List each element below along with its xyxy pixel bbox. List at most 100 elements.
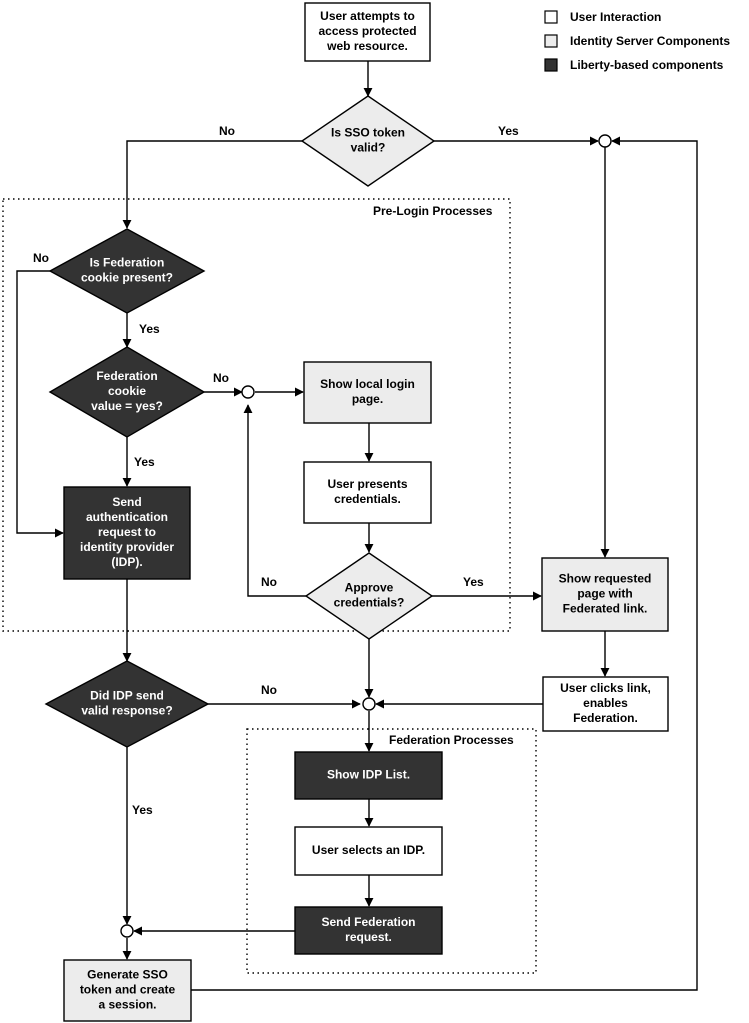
node-idp-valid-shape bbox=[44, 660, 210, 748]
junction-federation bbox=[362, 697, 376, 711]
node-approve-creds-line: credentials? bbox=[334, 596, 405, 610]
node-fed-cookie-present-shape bbox=[48, 228, 206, 314]
label-sso-yes: Yes bbox=[498, 124, 519, 138]
junction-login bbox=[241, 385, 255, 399]
node-send-auth-shape bbox=[63, 486, 191, 580]
node-fed-cookie-value-shape bbox=[48, 346, 206, 438]
legend-swatch-user bbox=[544, 10, 558, 24]
node-fed-cookie-present-line: cookie present? bbox=[81, 271, 173, 285]
legend-swatch-liberty bbox=[544, 58, 558, 72]
node-clicks-link-shape bbox=[542, 676, 669, 732]
node-local-login-line: page. bbox=[352, 392, 383, 406]
label-approve-yes: Yes bbox=[463, 575, 484, 589]
node-approve-creds-line: Approve bbox=[345, 581, 394, 595]
node-send-fed-line: Send Federation bbox=[321, 915, 415, 929]
node-idp-valid-line: Did IDP send bbox=[90, 689, 164, 703]
node-clicks-link-line: enables bbox=[583, 696, 628, 710]
node-approve-creds-shape bbox=[304, 552, 434, 640]
legend-swatch-server bbox=[544, 34, 558, 48]
node-fed-cookie-value-line: value = yes? bbox=[91, 399, 163, 413]
legend-label-user: User Interaction bbox=[570, 10, 661, 24]
junction-top-right bbox=[598, 134, 612, 148]
junctions bbox=[120, 134, 612, 938]
label-idp-no: No bbox=[261, 683, 277, 697]
legend-label-liberty: Liberty-based components bbox=[570, 58, 724, 72]
node-generate-sso-line: token and create bbox=[80, 983, 176, 997]
node-clicks-link-line: Federation. bbox=[573, 711, 638, 725]
region-pre-login: Pre-Login Processes bbox=[2, 198, 511, 632]
node-send-auth-line: (IDP). bbox=[111, 555, 142, 569]
edge-generate-loop-back bbox=[191, 136, 698, 991]
node-fed-cookie-value-line: cookie bbox=[108, 384, 146, 398]
junction-session bbox=[120, 924, 134, 938]
label-value-no: No bbox=[213, 371, 229, 385]
node-generate-sso-line: Generate SSO bbox=[87, 968, 168, 982]
connectors bbox=[16, 61, 698, 991]
node-selects-idp-shape bbox=[294, 826, 443, 876]
node-user-attempts-line: User attempts to bbox=[320, 9, 415, 23]
node-show-idp-list-line: Show IDP List. bbox=[327, 768, 410, 782]
node-local-login-line: Show local login bbox=[320, 377, 415, 391]
node-selects-idp-line: User selects an IDP. bbox=[312, 843, 425, 857]
node-sso-valid-shape bbox=[300, 95, 436, 187]
edge-present-no bbox=[16, 270, 64, 538]
node-local-login-shape bbox=[303, 361, 432, 424]
node-presents-creds-line: User presents bbox=[327, 477, 407, 491]
node-show-requested-shape bbox=[541, 557, 669, 632]
region-federation-label: Federation Processes bbox=[389, 733, 514, 747]
node-idp-valid-line: valid response? bbox=[81, 704, 172, 718]
node-presents-creds-shape bbox=[303, 461, 432, 524]
edge-labels: No Yes No Yes No Yes No Yes No Yes bbox=[33, 124, 519, 817]
node-fed-cookie-value-line: Federation bbox=[96, 369, 157, 383]
node-fed-cookie-present-line: Is Federation bbox=[90, 256, 165, 270]
node-generate-sso-line: a session. bbox=[98, 998, 156, 1012]
node-selects-idp: User selects an IDP. bbox=[294, 826, 443, 876]
node-send-auth-line: identity provider bbox=[80, 540, 174, 554]
label-value-yes: Yes bbox=[134, 455, 155, 469]
legend-label-server: Identity Server Components bbox=[570, 34, 730, 48]
node-sso-valid-line: Is SSO token bbox=[331, 126, 405, 140]
node-send-auth-line: Send bbox=[112, 495, 141, 509]
label-present-no: No bbox=[33, 251, 49, 265]
node-send-auth-line: authentication bbox=[86, 510, 168, 524]
region-pre-login-label: Pre-Login Processes bbox=[373, 204, 493, 218]
label-idp-yes: Yes bbox=[132, 803, 153, 817]
label-present-yes: Yes bbox=[139, 322, 160, 336]
node-show-idp-list-shape bbox=[294, 751, 443, 800]
node-presents-creds-line: credentials. bbox=[334, 492, 401, 506]
node-show-idp-list: Show IDP List. bbox=[294, 751, 443, 800]
region-federation: Federation Processes bbox=[246, 728, 537, 974]
node-send-fed-shape bbox=[294, 906, 443, 955]
node-clicks-link-line: User clicks link, bbox=[560, 681, 651, 695]
edge-sso-no bbox=[122, 140, 302, 229]
node-show-requested-line: page with bbox=[577, 587, 632, 601]
node-show-requested-line: Federated link. bbox=[563, 602, 648, 616]
edge-approve-no bbox=[243, 404, 306, 597]
node-user-attempts-line: web resource. bbox=[326, 39, 408, 53]
label-sso-no: No bbox=[219, 124, 235, 138]
node-user-attempts-shape bbox=[304, 2, 431, 62]
node-send-fed-line: request. bbox=[345, 930, 392, 944]
label-approve-no: No bbox=[261, 575, 277, 589]
node-sso-valid-line: valid? bbox=[351, 141, 386, 155]
node-show-requested-line: Show requested bbox=[559, 572, 652, 586]
node-user-attempts-line: access protected bbox=[318, 24, 416, 38]
node-send-auth-line: request to bbox=[98, 525, 156, 539]
node-generate-sso-shape bbox=[63, 959, 192, 1022]
